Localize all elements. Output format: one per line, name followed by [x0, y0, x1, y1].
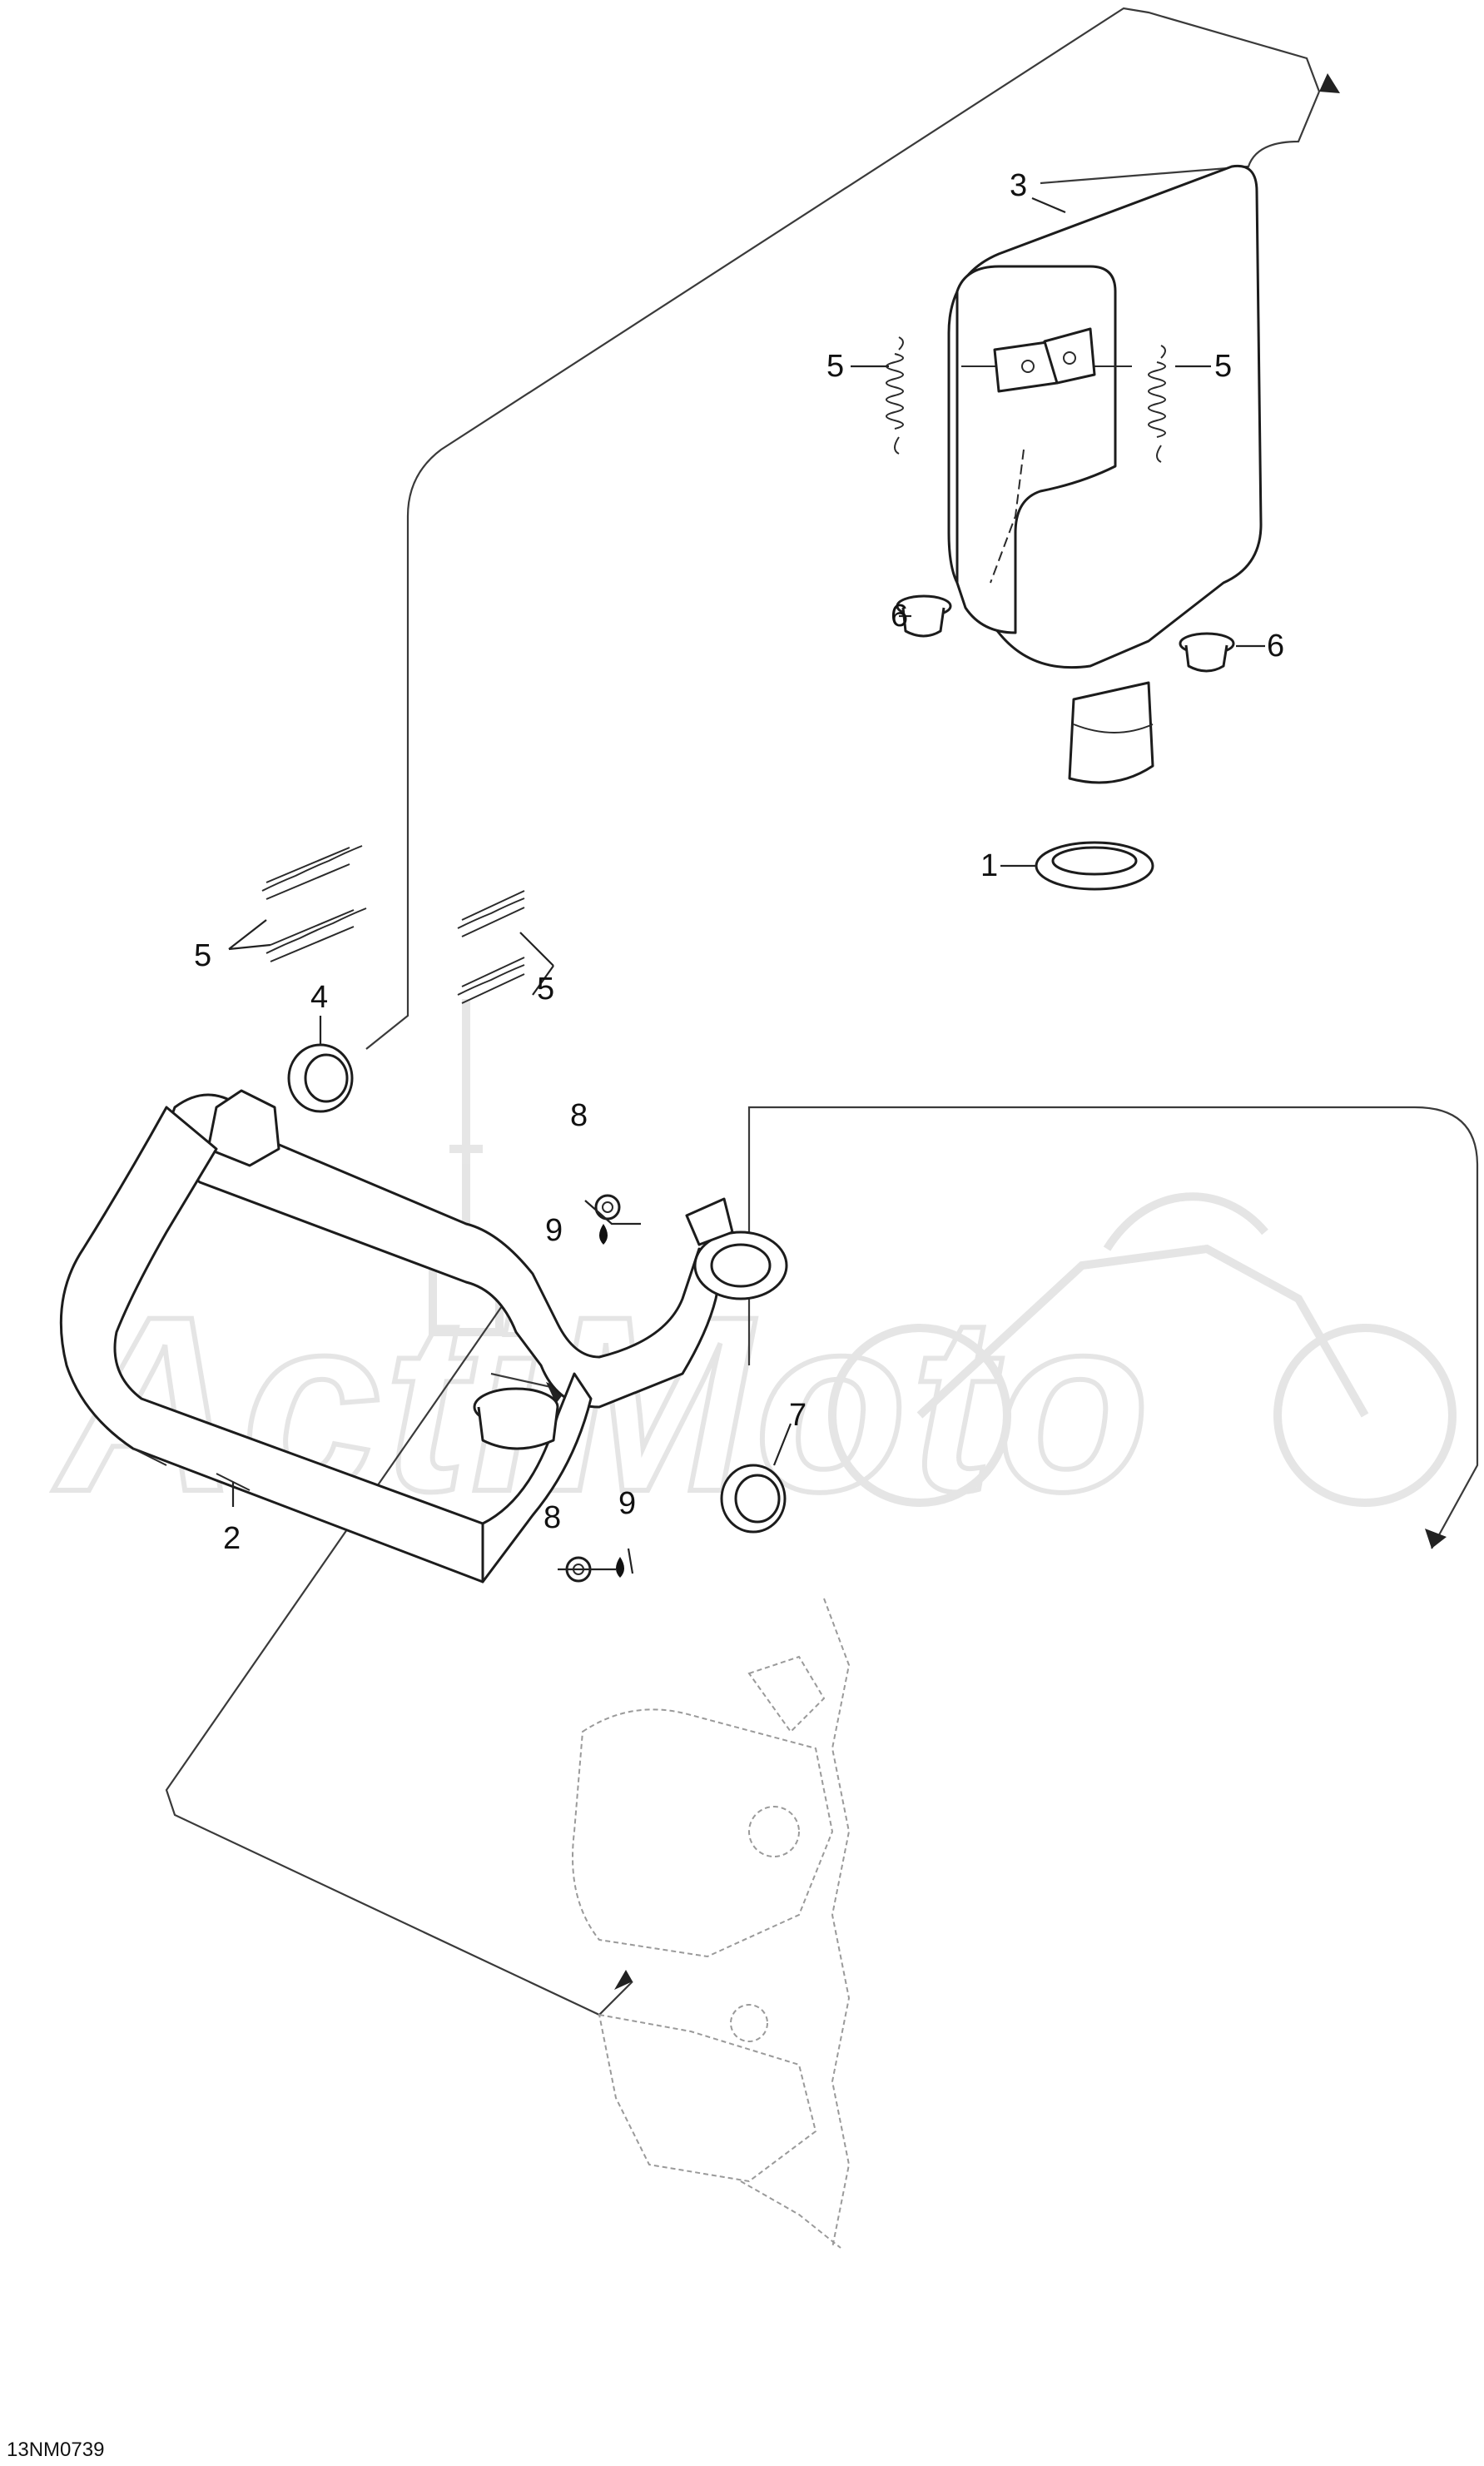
engine-reference: [572, 1598, 851, 2249]
callout-4: 4: [310, 980, 328, 1015]
springs-left-pair: [261, 845, 367, 962]
pipe-gasket-7: [720, 1464, 787, 1534]
callout-3: 3: [1010, 168, 1027, 203]
callout-5: 5: [1214, 349, 1232, 384]
callout-5: 5: [537, 972, 554, 1007]
callout-8: 8: [570, 1098, 588, 1133]
arrow-icon: [1425, 1529, 1447, 1549]
callout-8: 8: [543, 1500, 561, 1535]
arrow-icon: [546, 1382, 566, 1404]
callout-6: 6: [891, 599, 908, 634]
callout-7: 7: [789, 1398, 807, 1433]
routing-lines: [165, 7, 1479, 2016]
rubber-bumper-right: [1179, 632, 1235, 673]
nut-upper: [594, 1194, 621, 1221]
callout-9: 9: [618, 1486, 636, 1521]
thread-locker-drop-lower: [616, 1557, 624, 1578]
rubber-bumper-left: [896, 594, 952, 638]
spring-upper-left: [886, 336, 904, 455]
callout-1: 1: [980, 848, 998, 883]
exhaust-pipe: [59, 1089, 788, 1584]
pipe-gasket-4: [287, 1043, 354, 1113]
callout-9: 9: [545, 1213, 563, 1248]
watermark-motorcycle-icon: [828, 1192, 1457, 1507]
springs-right-pair: [457, 890, 525, 1004]
route-arrowheads: [546, 73, 1447, 1990]
outlet-gasket: [1035, 841, 1154, 891]
callout-5: 5: [826, 349, 844, 384]
thread-locker-drop-upper: [599, 1224, 608, 1245]
leader-lines: [228, 196, 1265, 1574]
arrow-icon: [614, 1970, 633, 1990]
callout-6: 6: [1267, 629, 1284, 664]
diagram-code: 13NM0739: [7, 2439, 104, 2461]
callout-5: 5: [194, 938, 211, 973]
callouts: 3 5 5 6 6 1 5 5 4 8 9 7 2 8 9: [194, 168, 1284, 1556]
callout-2: 2: [223, 1521, 241, 1556]
arrow-icon: [1319, 73, 1340, 93]
spring-upper-right: [1148, 345, 1166, 463]
muffler: [947, 164, 1263, 784]
